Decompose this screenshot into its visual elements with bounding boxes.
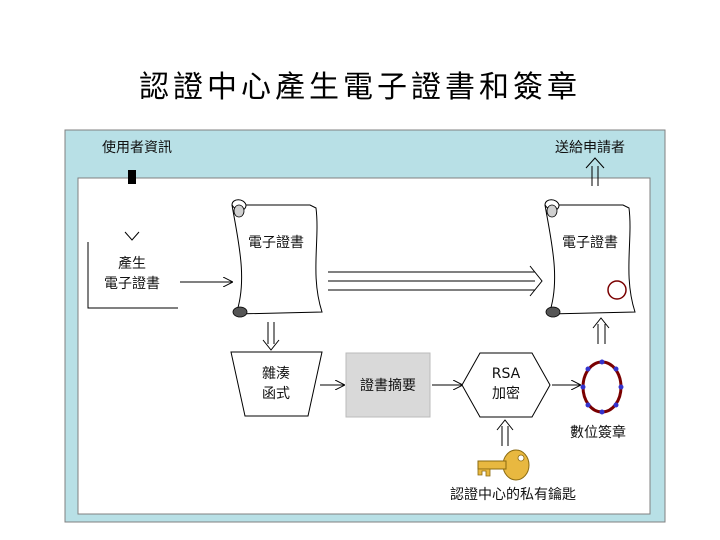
rsa-label-line2: 加密 [492,385,520,402]
generate-label-line2: 電子證書 [104,275,160,292]
private-key-icon [477,449,530,481]
cert-to-cert-arrow [328,265,543,297]
certificate-scroll-right [544,199,636,318]
certificate-scroll-left [231,199,323,318]
digital-signature-icon [580,359,624,415]
hash-label-line1: 雜湊 [262,365,290,382]
private-key-label: 認證中心的私有鑰匙 [450,486,576,503]
certificate-left-label: 電子證書 [248,234,304,251]
hash-function-shape [230,351,323,417]
user-info-down-arrow [124,231,140,241]
signature-to-cert-arrow [592,317,610,344]
rsa-encrypt-shape [461,352,551,418]
rsa-label-line1: RSA [492,366,521,382]
certificate-right-label: 電子證書 [562,234,618,251]
cert-to-hash-arrow [262,322,280,351]
user-info-label: 使用者資訊 [102,139,172,156]
send-to-requester-label: 送給申請者 [555,140,625,156]
generate-box [87,242,178,309]
user-info-marker [128,170,136,184]
digital-signature-label: 數位簽章 [570,424,626,441]
certificate-digest-box [345,352,431,418]
key-to-rsa-arrow [496,419,514,446]
page-title: 認證中心產生電子證書和簽章 [139,70,581,105]
certificate-digest-label: 證書摘要 [360,377,416,394]
send-up-arrow [585,157,605,186]
hash-label-line2: 函式 [262,386,290,402]
certificate-seal-icon [607,280,627,300]
generate-label-line1: 產生 [118,255,146,272]
